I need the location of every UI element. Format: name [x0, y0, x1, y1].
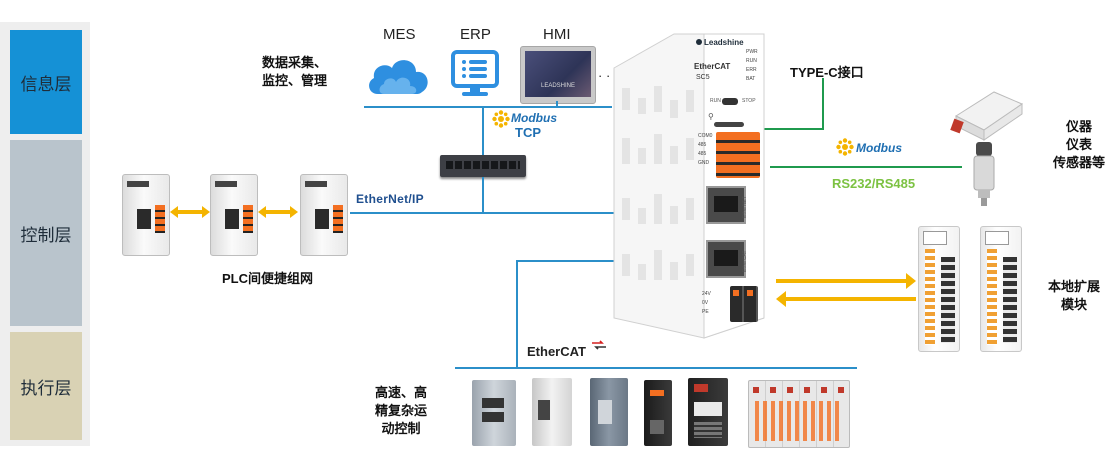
hmi-drop-line — [556, 101, 558, 108]
layer-control: 控制层 — [10, 140, 82, 326]
temperature-sensor-icon — [950, 91, 1024, 141]
plc-link-arrow-1-icon — [170, 206, 210, 218]
cloud-icon — [369, 60, 428, 94]
controller-sc5: Leadshine EtherCAT SC5 PWR RUN ERR BAT R… — [613, 28, 765, 339]
typec-label: TYPE-C接口 — [790, 65, 864, 80]
plc-unit-2 — [210, 174, 258, 256]
modbus-logo-icon — [492, 110, 510, 128]
servo-drive — [688, 378, 728, 446]
layer-execute-label: 执行层 — [20, 378, 72, 398]
led-panel: PWR RUN ERR BAT — [746, 49, 758, 82]
brand-logo-icon — [696, 39, 702, 45]
typec-line-h — [760, 128, 824, 130]
usb-icon: ⚲ — [708, 112, 714, 121]
modbus-tcp-label-1: Modbus — [511, 111, 557, 125]
ethernetip-label: EtherNet/IP — [356, 192, 424, 206]
ethercat-bus-line — [455, 367, 857, 369]
switch-stop-label: STOP — [742, 98, 756, 104]
typec-line-v — [822, 78, 824, 130]
ethernetip-line — [350, 212, 714, 214]
drive-1 — [472, 380, 516, 446]
plc-unit-1 — [122, 174, 170, 256]
drive-2 — [532, 378, 572, 446]
pressure-sensor-icon — [973, 142, 995, 206]
modbus-rtu-icon — [836, 138, 854, 156]
modbus-tcp-label-2: TCP — [515, 125, 541, 140]
modbus-rtu-label: Modbus — [856, 141, 902, 155]
ethercat-line-v — [516, 260, 518, 368]
hmi-screen-text: LEADSHINE — [541, 83, 576, 89]
run-stop-switch[interactable] — [722, 98, 738, 105]
layer-info-label: 信息层 — [20, 74, 72, 94]
layer-info: 信息层 — [10, 30, 82, 134]
ethernet-switch — [440, 155, 526, 177]
monitor-icon — [451, 50, 499, 96]
mes-label: MES — [383, 26, 416, 43]
io-module-rack — [748, 380, 850, 448]
ellipsis: · · · — [598, 68, 619, 83]
plc-network-label: PLC间便捷组网 — [222, 271, 314, 286]
ethernet-port[interactable] — [706, 186, 746, 224]
ethercat-port-label: EtherCAT — [742, 250, 748, 272]
data-collect-label: 数据采集、 监控、管理 — [262, 55, 328, 88]
typec-port[interactable] — [714, 122, 744, 127]
switch-down-line — [482, 177, 484, 213]
instruments-label: 仪器 仪表 传感器等 — [1052, 119, 1105, 170]
controller-product: EtherCAT — [694, 62, 731, 71]
controller-model: SC5 — [696, 74, 710, 81]
erp-label: ERP — [460, 26, 491, 43]
ethercat-arrows-icon — [592, 340, 606, 350]
switch-run-label: RUN — [710, 98, 721, 104]
info-bus-line — [364, 106, 612, 108]
local-ext-label: 本地扩展 模块 — [1047, 279, 1100, 312]
controller-brand: Leadshine — [696, 38, 744, 47]
layer-execute: 执行层 — [10, 332, 82, 440]
extension-module-1 — [918, 226, 960, 352]
layer-control-label: 控制层 — [20, 225, 72, 245]
ethercat-port[interactable] — [706, 240, 746, 278]
hmi-label: HMI — [543, 26, 571, 43]
power-terminal[interactable] — [730, 286, 758, 322]
rs-line — [770, 166, 962, 168]
com-terminal[interactable] — [716, 132, 760, 178]
ethercat-label: EtherCAT — [527, 344, 586, 359]
extension-module-2 — [980, 226, 1022, 352]
switch-up-line — [482, 106, 484, 156]
hmi-panel: LEADSHINE — [520, 46, 596, 104]
drive-3 — [590, 378, 628, 446]
extension-arrows-icon — [776, 273, 916, 307]
motion-label: 高速、高 精复杂运 动控制 — [374, 385, 427, 436]
drive-4 — [644, 380, 672, 446]
plc-link-arrow-2-icon — [258, 206, 298, 218]
ethernet-port-label: EtherNET — [742, 196, 748, 218]
rs-label: RS232/RS485 — [832, 176, 916, 191]
plc-unit-3 — [300, 174, 348, 256]
power-labels: 24V 0V PE — [702, 291, 711, 315]
com-labels: COM0 485 485 GND — [698, 133, 713, 166]
